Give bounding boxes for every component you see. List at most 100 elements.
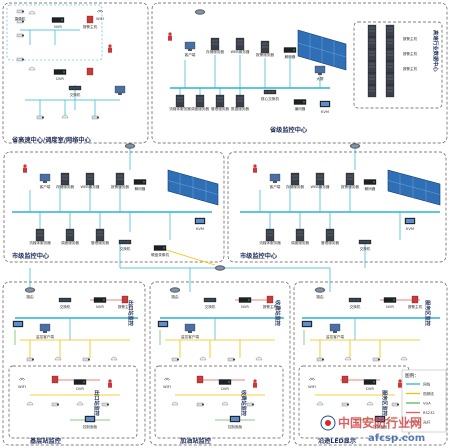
device-label: DVR <box>76 387 84 391</box>
device-label: KVM <box>406 227 414 231</box>
decoder-icon: 解码器 <box>133 179 147 191</box>
camera-icon <box>110 356 118 361</box>
title-industry-data-center: 高速行业数据中心 <box>432 30 440 72</box>
storage-server-icon: 存储服务器 <box>56 172 74 189</box>
device-label: 客户端 <box>185 52 196 57</box>
big-screen-province <box>297 29 347 71</box>
title-city-left: 市级监控中心 <box>12 252 50 260</box>
device-label: KVM <box>196 227 204 231</box>
router-icon <box>194 9 206 15</box>
camera-icon <box>246 402 254 407</box>
dome-camera-icon <box>28 66 36 71</box>
control-panel-icon: 控制面板 <box>83 415 98 429</box>
vertical-region-label: 出口站监控 <box>93 390 101 417</box>
device-label: WEB服务器 <box>80 184 99 189</box>
device-label: 报警主机 <box>403 51 418 56</box>
device-label: WIFI <box>163 385 171 389</box>
dome-camera-icon <box>61 114 69 119</box>
title-province-center: 省高速中心/调度室/网络中心 <box>11 136 92 144</box>
wifi-icon: WIFI <box>308 377 316 389</box>
device-label: 调度服务器 <box>191 106 209 111</box>
device-label: NVR <box>96 305 104 309</box>
web-server-icon: WEB服务器 <box>310 172 330 189</box>
codec-icon: 编码器 <box>293 99 307 111</box>
title-provincial-center: 省级监控中心 <box>269 126 308 134</box>
monitor-client-icon: 监控客户端 <box>36 323 54 339</box>
switch-icon: 交换机 <box>203 297 217 309</box>
nvr-icon: NVR <box>93 297 107 309</box>
manage-server-icon: 管理服务器 <box>91 228 109 245</box>
vertical-region-label: 服务区监控 <box>381 390 389 417</box>
device-label: NVR <box>386 305 394 309</box>
device-label: 监控客户端 <box>36 334 54 339</box>
alarm-host-icon <box>196 375 204 384</box>
industry-server-icon <box>367 60 377 74</box>
web-server-icon: WEB服务器 <box>230 37 250 54</box>
decoder-icon: 解码器 <box>363 179 377 191</box>
camera-icon <box>316 401 324 406</box>
watermark-text-url: afcsp.com <box>368 433 425 444</box>
region-border-station-left <box>2 281 146 446</box>
device-label: 报警主机 <box>83 24 98 29</box>
camera-icon <box>36 115 44 120</box>
client-pc-icon: 客户端 <box>270 173 281 189</box>
stream-server-icon: 流媒体服务器 <box>259 228 281 245</box>
camera-icon <box>16 33 24 38</box>
industry-server-icon <box>385 24 395 38</box>
control-panel-icon: 控制面板 <box>373 415 388 429</box>
industry-server-icon <box>367 36 377 50</box>
region-border-top-left-group <box>6 4 103 61</box>
camera-icon <box>171 357 179 362</box>
device-label: DVR <box>366 387 374 391</box>
camera-icon <box>16 19 24 24</box>
dvr-icon: DVR <box>73 379 87 391</box>
device-label: 调度服务器 <box>61 240 79 245</box>
alarm-host-icon: 报警主机 <box>263 295 278 309</box>
stream-server-icon: 流媒体服务器 <box>29 228 51 245</box>
device-label: 监控客户端 <box>181 334 199 339</box>
watermark: 中国安防行业网 afcsp.com <box>320 415 425 444</box>
device-label: 核心交换机 <box>261 96 279 101</box>
switch-icon: 交换机 <box>348 297 362 309</box>
stream-server-icon: 流媒体服务器 <box>169 94 191 111</box>
device-label: WEB服务器 <box>310 184 329 189</box>
title-station-left: 基层站监控 <box>29 437 62 445</box>
device-label: 硬盘录像机 <box>151 252 169 257</box>
device-label: WIFI <box>308 385 316 389</box>
big-screen-city-right <box>387 169 441 206</box>
industry-server-icon <box>367 84 377 98</box>
legend-title: 图例： <box>405 372 419 379</box>
router-icon <box>214 265 226 271</box>
operator-icon <box>253 379 257 388</box>
big-screen-client-icon: 大屏 <box>314 65 326 81</box>
kvm-icon: KVM <box>404 217 416 231</box>
operator-icon <box>398 379 402 388</box>
camera-icon <box>101 402 109 407</box>
device-label: 存储服务器 <box>56 184 74 189</box>
camera-icon <box>391 402 399 407</box>
switch-icon: 交换机 <box>118 239 132 251</box>
device-label: WIFI <box>18 385 26 389</box>
monitor-icon <box>301 320 313 328</box>
title-city-right: 市级监控中心 <box>240 252 278 260</box>
watermark-text-cn: 中国安防行业网 <box>338 415 422 430</box>
device-label: 控制面板 <box>83 424 98 429</box>
device-label: 管理服务器 <box>321 240 339 245</box>
camera-icon <box>26 401 34 406</box>
title-station-mid: 加油站监控 <box>179 437 212 445</box>
alarm-host-icon <box>86 67 94 76</box>
device-label: 交换机 <box>120 246 131 251</box>
device-label: 路由 <box>26 294 34 299</box>
device-label: 报警主机 <box>403 66 418 71</box>
decoder-icon: 解码器 <box>283 47 297 59</box>
device-label: 管理服务器 <box>91 240 109 245</box>
monitor-icon <box>157 320 169 328</box>
camera-icon <box>82 357 90 362</box>
control-panel-icon: 控制面板 <box>228 415 243 429</box>
big-screen-city-left <box>167 169 219 206</box>
region-border-industry-data <box>353 21 443 109</box>
monitor-client-icon: 监控客户端 <box>181 323 199 339</box>
legend-item-label: RS232 <box>423 411 435 415</box>
